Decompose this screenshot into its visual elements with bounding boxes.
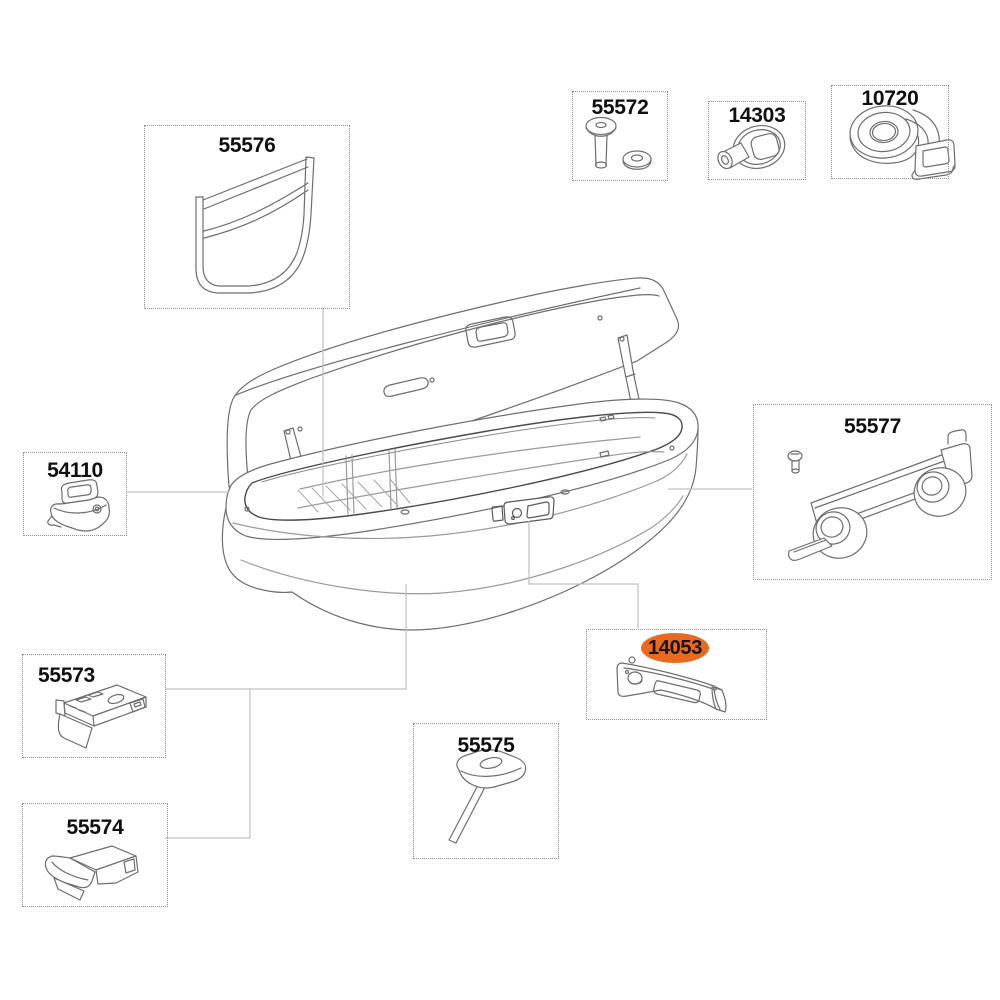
part-number-55576[interactable]: 55576 <box>218 134 276 157</box>
callout-55576: 55576 <box>144 125 350 309</box>
part-55575-drawing <box>448 749 527 844</box>
cargo-box-illustration <box>221 277 699 631</box>
connector-55574 <box>165 689 251 839</box>
part-55577-drawing <box>787 429 973 561</box>
part-number-10720[interactable]: 10720 <box>861 87 919 110</box>
part-55574-drawing <box>44 845 139 901</box>
part-number-55575[interactable]: 55575 <box>457 734 515 757</box>
part-54110-drawing <box>47 479 110 532</box>
callout-14303: 14303 <box>708 101 806 180</box>
part-55573-drawing <box>55 684 147 749</box>
part-10720-drawing <box>849 105 956 180</box>
callout-55572: 55572 <box>572 91 668 181</box>
part-number-55574[interactable]: 55574 <box>66 816 124 839</box>
callout-14053: 14053 <box>586 629 767 720</box>
part-number-14303[interactable]: 14303 <box>728 104 786 127</box>
part-number-55577[interactable]: 55577 <box>844 415 901 438</box>
part-number-54110[interactable]: 54110 <box>47 459 103 482</box>
connector-lines <box>127 307 752 839</box>
part-14053-drawing <box>616 656 727 713</box>
callout-10720: 10720 <box>831 85 949 179</box>
part-number-55572[interactable]: 55572 <box>591 96 649 119</box>
callout-55577: 55577 <box>753 404 992 580</box>
callout-55575: 55575 <box>413 723 559 859</box>
connector-14053 <box>528 521 639 628</box>
part-number-55573[interactable]: 55573 <box>38 664 95 687</box>
callout-55574: 55574 <box>22 803 168 907</box>
part-number-14053-highlighted[interactable]: 14053 <box>641 633 709 663</box>
connector-55573 <box>165 584 407 690</box>
part-55576-drawing <box>195 156 315 294</box>
part-14303-drawing <box>717 125 786 170</box>
callout-54110: 54110 <box>23 452 127 536</box>
part-55572-drawing <box>585 116 652 170</box>
callout-55573: 55573 <box>22 654 166 758</box>
